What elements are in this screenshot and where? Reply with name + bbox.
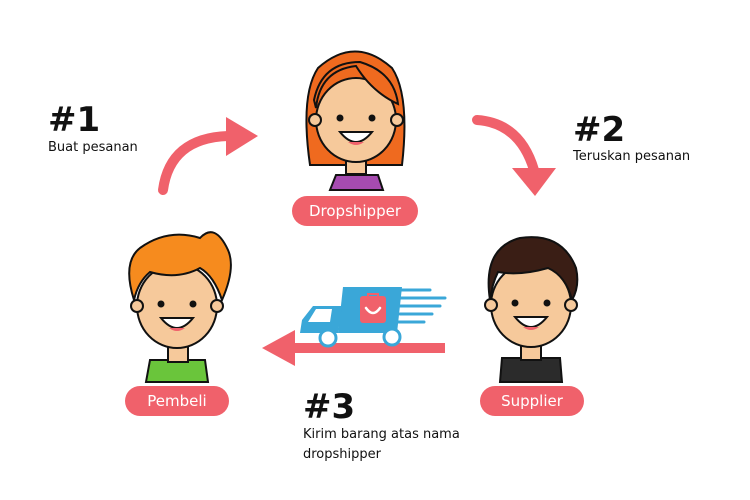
arrow-step-1-head: [226, 117, 258, 156]
arrow-step-2: [472, 115, 539, 175]
step-1-text: Buat pesanan: [48, 140, 138, 155]
dropshipper-avatar: [305, 50, 406, 191]
step-3-text: Kirim barang atas nama dropshipper: [303, 427, 460, 462]
step-1-number: #1: [48, 100, 101, 140]
dropshipper-label: Dropshipper: [292, 196, 418, 226]
supplier-avatar: [484, 236, 579, 383]
arrow-step-2-head: [512, 168, 556, 196]
delivery-truck-icon: [300, 287, 447, 348]
pembeli-avatar: [128, 231, 232, 383]
arrow-step-3: [290, 343, 445, 353]
step-2-number: #2: [573, 110, 626, 150]
pembeli-label: Pembeli: [125, 386, 229, 416]
supplier-label: Supplier: [480, 386, 584, 416]
arrow-step-3-head: [262, 330, 295, 366]
arrow-step-1: [158, 131, 233, 195]
step-2-text: Teruskan pesanan: [573, 149, 691, 164]
step-3-number: #3: [303, 387, 356, 427]
